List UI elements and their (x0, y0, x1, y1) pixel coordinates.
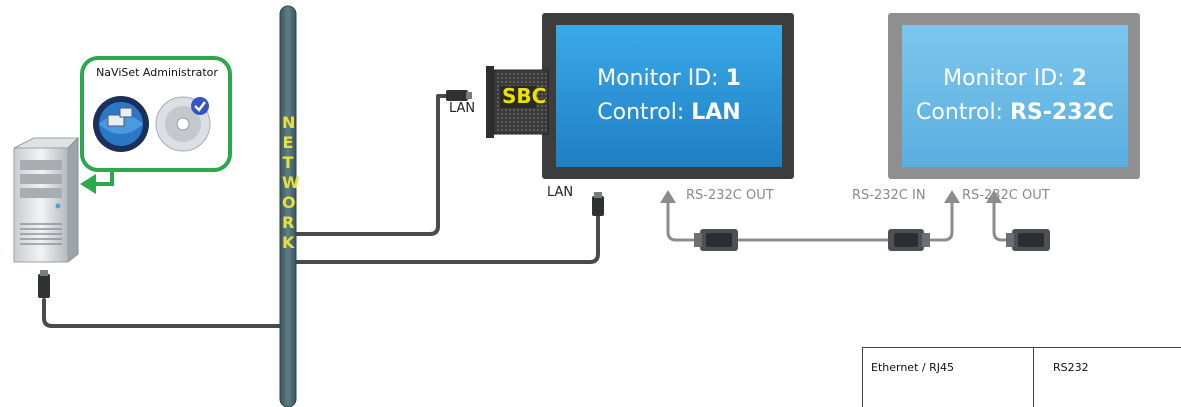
arrow-up-icon (660, 190, 676, 203)
monitor-1 (542, 13, 794, 179)
network-letter: R (282, 213, 295, 232)
legend-ethernet-label: Ethernet / RJ45 (871, 361, 954, 374)
monitor-2-control-value: RS-232C (1009, 100, 1114, 125)
network-letter: N (282, 113, 296, 132)
lan-label-monitor: LAN (547, 185, 574, 200)
monitor-1-id-value: 1 (725, 66, 741, 91)
legend-divider (1033, 348, 1034, 407)
rj45-plug (592, 192, 604, 216)
rj45-plug (38, 270, 50, 298)
sbc-network-cable (294, 94, 448, 236)
network-letter: E (282, 133, 294, 152)
monitor1-network-cable (294, 210, 600, 264)
rs232-out-label-2: RS-232C OUT (962, 188, 1050, 203)
network-letter: K (282, 233, 295, 252)
arrow-up-icon (986, 190, 1002, 203)
monitor-2-id-label: Monitor ID: (943, 66, 1065, 91)
monitor-2-control-label: Control: (916, 100, 1003, 125)
arrow-left-icon (80, 174, 96, 194)
sbc-label: SBC (502, 84, 547, 108)
rs232-arrows (660, 190, 1002, 203)
network-bus (279, 5, 297, 407)
monitor-1-control-label: Control: (597, 100, 685, 125)
sbc-module (486, 66, 549, 138)
rs232-out-label-1: RS-232C OUT (686, 188, 774, 203)
network-letter: O (282, 193, 296, 212)
db9-connector (694, 229, 738, 251)
connector-legend: Ethernet / RJ45 RS232 (862, 347, 1181, 407)
rs232-in-label-2: RS-232C IN (852, 188, 926, 203)
db9-connector (1006, 229, 1050, 251)
lan-label-sbc: LAN (449, 101, 476, 116)
rs232-cables (666, 198, 1014, 242)
monitor-1-text: Monitor ID: 1 Control: LAN (556, 62, 782, 130)
db9-connector (888, 229, 930, 251)
network-letter: W (282, 173, 300, 192)
monitor-1-control-value: LAN (691, 100, 741, 125)
server-network-cable (42, 298, 284, 328)
network-letter: T (282, 153, 294, 172)
rj45-plug (446, 90, 472, 101)
lan-cables (42, 94, 600, 328)
software-bubble (80, 56, 232, 194)
legend-rs232-label: RS232 (1053, 361, 1089, 374)
monitor-2-text: Monitor ID: 2 Control: RS-232C (902, 62, 1128, 130)
monitor-2-id-value: 2 (1071, 66, 1087, 91)
server-tower (13, 136, 80, 264)
software-title: NaViSet Administrator (96, 66, 218, 79)
monitor-2 (888, 13, 1140, 179)
arrow-up-icon (944, 190, 960, 203)
monitor-1-id-label: Monitor ID: (597, 66, 719, 91)
